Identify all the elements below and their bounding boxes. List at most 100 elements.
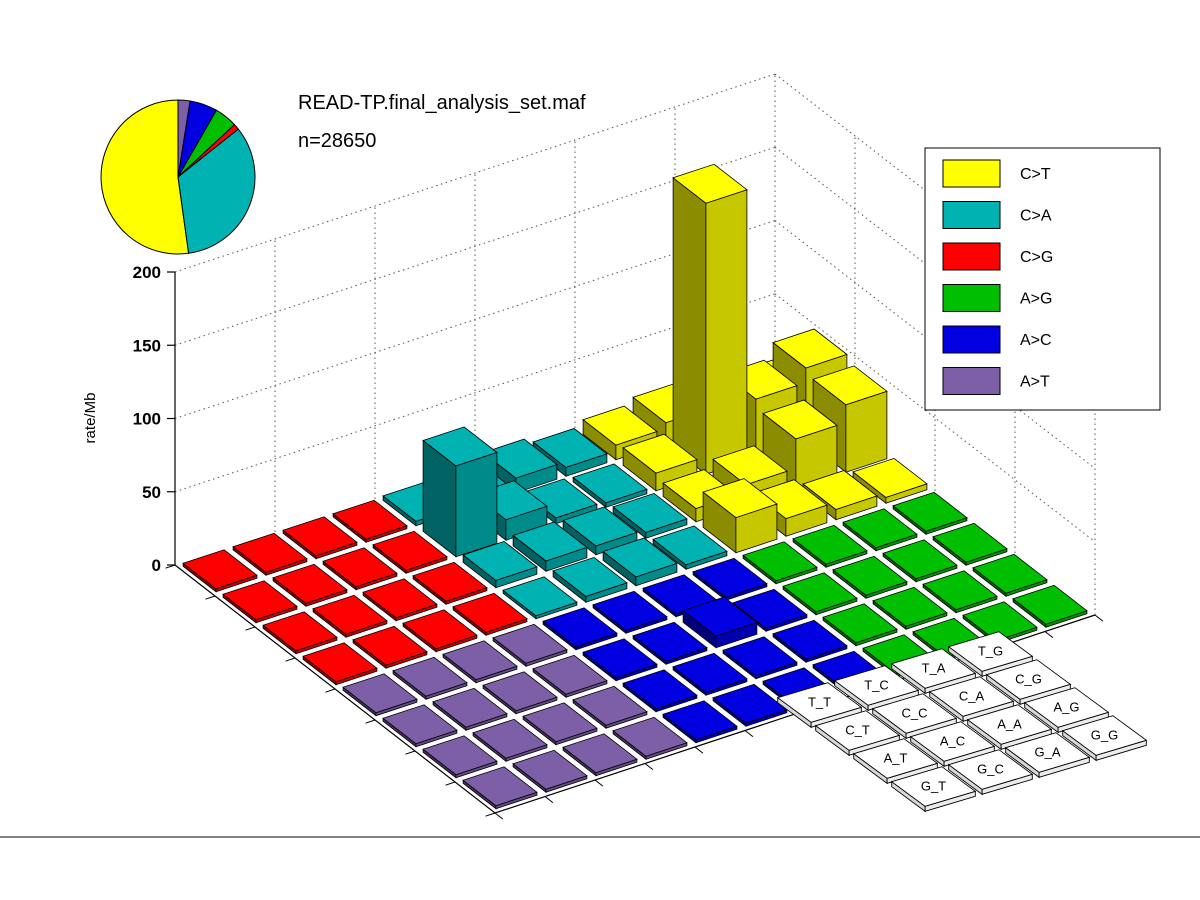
lego-bar [922,570,998,614]
lego-bar [652,525,728,571]
lego-bar [372,530,448,575]
legend-box [924,147,1161,411]
lego-bar [1012,584,1088,629]
x-tick [744,730,754,737]
lego-bar [592,590,668,635]
z-tick-label: 200 [133,263,161,282]
lego-bar [582,638,658,682]
sample-count-label: n=28650 [298,130,377,152]
lego-bar [532,654,608,699]
legend-label: C>T [1020,166,1051,183]
y-tick [285,657,296,662]
x-tick [494,812,504,820]
lego-bars [182,163,1088,810]
legend-label: C>A [1020,208,1052,225]
lego-bar [672,163,748,476]
lego-bar [972,553,1048,598]
lego-bar [692,557,768,602]
legend-label: A>C [1020,332,1052,349]
lego-bar [562,506,638,556]
lego-bar [502,576,578,620]
lego-bar [562,733,638,777]
lego-bar [402,609,478,653]
lego-bar [182,549,258,593]
x-tick [1094,614,1104,622]
context-key-tile: C_C [871,693,958,740]
lego-bar [382,704,458,748]
lego-bar [472,718,548,763]
lego-bar [302,642,378,686]
y-tick [205,595,216,600]
lego-bar [312,594,388,639]
lego-bar [352,625,428,670]
context-key-label: G_G [1091,728,1118,743]
context-key-tile: G_G [1061,715,1148,762]
pie-slice-A-T [177,99,191,178]
lego-bar [462,766,538,810]
lego-bar [852,457,928,505]
x-tick [694,746,704,754]
lego-bar [392,656,468,701]
x-tick [594,779,604,787]
lego-bar [622,669,698,713]
lego-bar [812,365,888,474]
context-key-label: A_T [884,751,908,766]
x-tick [1044,631,1054,638]
y-tick [405,750,416,755]
lego-bar [462,540,538,589]
y-tick [165,564,176,569]
x-tick [644,763,654,770]
legend-swatch-A-G [942,284,1001,312]
z-axis-label: rate/Mb [82,393,99,444]
context-key-tile: T_C [833,665,920,712]
lego-bar [442,640,518,684]
lego-bar [822,603,898,647]
lego-bar [542,607,618,651]
legend-label: A>T [1020,374,1050,391]
context-key-tile: G_T [890,766,977,813]
context-key-tile: A_A [966,704,1053,751]
gridline [174,220,776,419]
pie-slice-C-T [100,99,190,255]
context-key-label: T_C [864,678,889,693]
z-tick-label: 0 [152,556,161,575]
context-key-tile: A_C [909,721,996,768]
context-key-tile: T_T [776,682,863,729]
y-tick [245,626,256,631]
context-key-tile: C_A [928,676,1015,723]
lego-bar [712,683,788,728]
lego-bar [702,478,778,554]
context-key-label: T_A [922,661,946,676]
z-tick-label: 50 [142,483,161,502]
x-tick [544,796,554,803]
lego-bar [572,685,648,730]
y-tick [325,688,336,693]
lego-bar [602,537,678,587]
plot-title: READ-TP.final_analysis_set.maf [298,92,586,114]
lego-bar [662,700,738,744]
context-key-tile: T_A [890,648,977,695]
lego-bar [282,516,358,560]
gridline [174,146,776,346]
lego-bar [882,539,958,583]
lego-bar [932,522,1008,567]
context-key-tile: G_C [947,749,1034,796]
context-key-label: A_G [1053,700,1079,715]
context-key-tile: T_G [947,631,1034,678]
lego-bar [322,547,398,591]
context-key-tile: A_G [1023,687,1110,734]
lego-bar [572,463,648,509]
lego-bar [842,508,918,552]
lego-bar [612,492,688,540]
context-key-label: C_A [959,689,985,704]
lego-bar [422,426,498,558]
lego-bar [522,702,598,746]
legend: C>TC>AC>GA>GA>CA>T [924,147,1161,411]
lego-bar [722,636,798,680]
lego-bar [492,623,568,668]
lego-bar [482,671,558,715]
context-key-label: A_A [997,717,1022,732]
context-key-tile: C_G [985,659,1072,706]
legend-swatch-A-C [942,325,1001,354]
